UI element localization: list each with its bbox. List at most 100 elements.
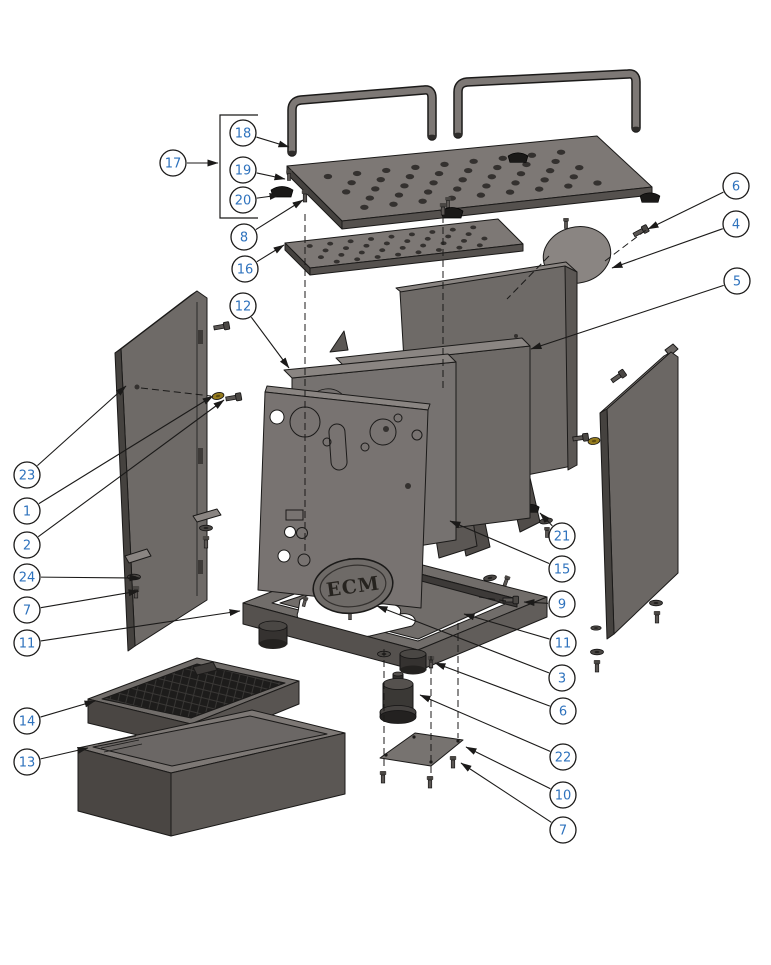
callout-number: 10 [555,788,572,803]
leader-line [376,605,550,674]
callout-balloon [548,664,576,692]
cup-tray-panel [286,135,653,230]
drip-tray [77,709,346,837]
callout-balloon [548,522,576,550]
heat-shield-plate [284,218,524,276]
callout-layer: 1718192081612645231224711141321159113622… [13,114,751,844]
leader-line [256,136,290,148]
callout-number: 17 [165,156,182,171]
vibration-damper-foot [379,671,417,724]
callout-balloon [13,596,41,624]
callout-balloon [13,563,41,591]
callout-number: 2 [23,538,31,553]
callout-balloon [549,743,577,771]
callout-balloon [229,156,257,184]
rubber-foot [639,192,661,203]
callout-number: 12 [235,299,252,314]
callout-balloon [549,816,577,844]
callout-balloon [159,149,187,177]
leader-line [255,199,304,231]
leader-line [250,316,290,369]
leader-line [419,694,551,752]
callout-balloon [230,223,258,251]
ecm-badge: ECM [312,557,394,615]
leader-line [256,192,281,200]
dashed-projection-line [506,255,550,300]
callout-number: 5 [733,274,741,289]
group-bracket [219,114,258,219]
callout-13: 13 [13,746,89,776]
dashed-projection-line [604,229,647,262]
leader-line [611,228,723,269]
callout-6: 6 [647,172,750,230]
leader-line [40,746,89,760]
callout-22: 22 [419,694,577,771]
callout-balloon [231,255,259,283]
callout-balloon [229,119,257,147]
callout-number: 15 [554,562,571,577]
callout-10: 10 [465,746,577,809]
callout-balloon [549,697,577,725]
base-feet [258,620,427,675]
callout-number: 4 [732,217,740,232]
callout-7: 7 [13,589,140,624]
callout-23: 23 [13,385,127,489]
leader-line [449,520,550,564]
callout-16: 16 [231,244,285,283]
leader-line [40,574,141,582]
cup-rail-part [287,69,641,157]
callout-number: 13 [19,755,36,770]
callout-14: 14 [13,700,96,735]
leader-line [647,191,724,230]
callout-8: 8 [230,199,304,251]
callout-balloon [229,186,257,214]
callout-balloon [229,292,257,320]
callout-9: 9 [523,590,576,618]
leader-line [460,762,552,823]
callout-number: 23 [19,468,36,483]
leader-line [37,385,127,467]
callout-balloon [548,555,576,583]
callout-20: 20 [229,186,281,214]
leader-line [434,662,551,707]
callout-number: 7 [23,603,31,618]
callout-11: 11 [13,609,241,657]
callout-balloon [549,781,577,809]
leader-line [530,284,724,350]
callout-3: 3 [376,605,576,692]
bottom-plate [377,650,464,789]
callout-5: 5 [530,267,751,350]
callout-number: 6 [559,704,567,719]
leader-line [256,244,285,263]
leader-line [37,399,225,538]
leader-line [465,746,551,790]
leader-line [40,700,96,718]
callout-2: 2 [13,399,225,559]
callout-number: 19 [235,163,252,178]
leader-line [523,599,549,607]
leader-line [38,395,214,505]
perforation-holes [323,149,602,210]
callout-balloon [723,267,751,295]
right-side-panel [572,343,679,673]
callout-number: 22 [555,750,572,765]
callout-15: 15 [449,520,576,583]
callout-number: 20 [235,193,252,208]
callout-number: 7 [559,823,567,838]
callout-balloon [548,590,576,618]
callout-balloon [722,210,750,238]
callout-number: 18 [235,126,252,141]
callout-number: 3 [558,671,566,686]
callout-17: 17 [159,149,219,177]
callout-number: 21 [554,529,571,544]
callout-number: 11 [19,636,36,651]
leader-line [539,512,553,527]
callout-balloon [13,461,41,489]
callout-balloon [13,531,41,559]
callout-24: 24 [13,563,141,591]
callout-11: 11 [463,613,577,657]
callout-balloon [722,172,750,200]
dashed-projection-line [478,596,507,602]
callout-12: 12 [229,292,290,369]
